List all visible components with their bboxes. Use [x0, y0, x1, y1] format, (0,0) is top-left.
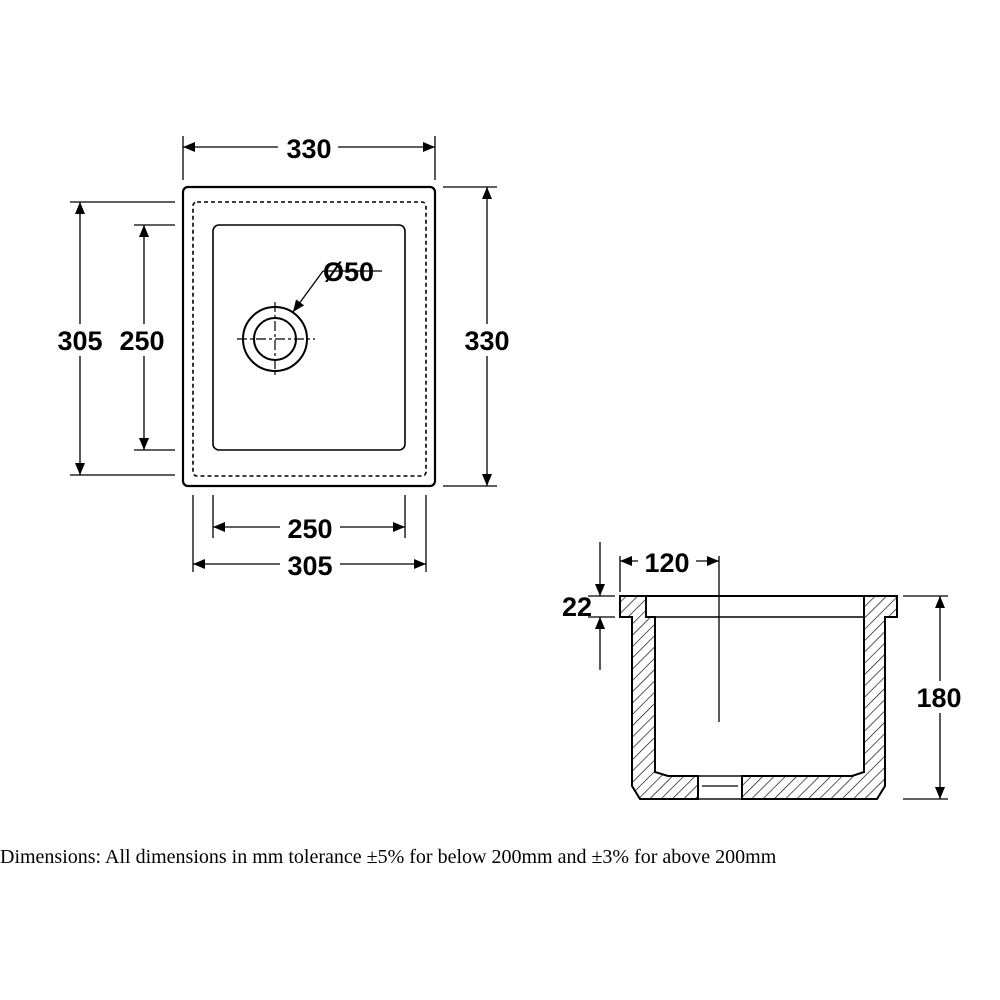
section-view: 120 22 180 — [562, 542, 968, 800]
dim-waste-diameter-label: Ø50 — [323, 257, 374, 287]
dim-overall-width: 305 — [192, 495, 427, 581]
dim-bowl-width: 250 — [212, 495, 406, 544]
sink-outer-outline — [181, 185, 437, 488]
dim-bowl-width-label: 250 — [287, 514, 332, 544]
dim-bowl-depth: 250 — [115, 224, 175, 451]
section-left-wall — [619, 595, 699, 800]
section-right-wall — [741, 595, 898, 800]
dim-sink-depth: 180 — [903, 595, 968, 800]
dim-overall-width-label: 305 — [287, 551, 332, 581]
dim-rim-height-label: 22 — [562, 592, 592, 622]
dim-outer-width: 330 — [182, 132, 436, 180]
dim-outer-depth-label: 330 — [464, 326, 509, 356]
sink-bowl-outline — [212, 224, 406, 451]
dimensions-caption: Dimensions: All dimensions in mm toleran… — [0, 846, 777, 868]
sink-rim-dashed-outline — [192, 201, 427, 477]
dim-sink-depth-label: 180 — [916, 683, 961, 713]
dim-waste-diameter: Ø50 — [292, 257, 382, 313]
dim-rim-height: 22 — [562, 542, 615, 670]
waste-outlet — [237, 302, 315, 378]
dim-overall-depth-label: 305 — [57, 326, 102, 356]
dim-outer-width-label: 330 — [286, 134, 331, 164]
dim-waste-offset: 120 — [619, 546, 720, 722]
dim-waste-offset-label: 120 — [644, 548, 689, 578]
dim-bowl-depth-label: 250 — [119, 326, 164, 356]
plan-view: 330 250 305 305 — [55, 132, 515, 581]
dim-outer-depth: 330 — [443, 186, 515, 487]
section-waste-opening — [697, 775, 743, 800]
dim-overall-depth: 305 — [55, 201, 175, 476]
